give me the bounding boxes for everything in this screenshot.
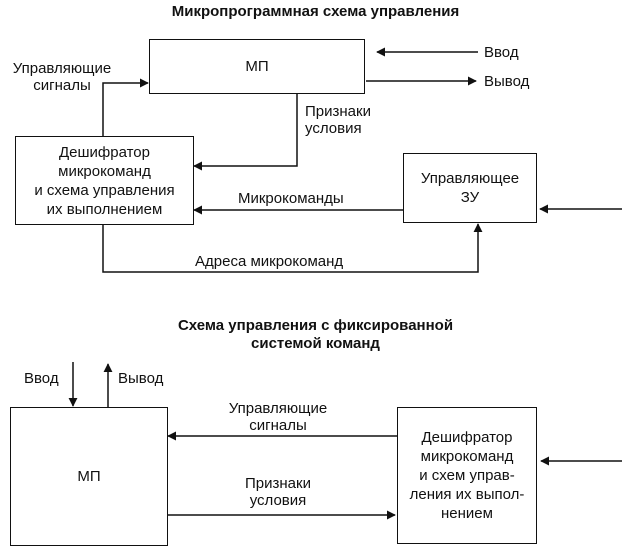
- bottom-diagram-title: Схема управления с фиксированной системо…: [177, 317, 454, 352]
- mp-block-bottom-label: МП: [77, 468, 101, 485]
- decoder-block-bottom-label: Дешифратор микрокоманд и схем управ- лен…: [409, 429, 525, 522]
- input-label-bottom: Ввод: [24, 370, 59, 387]
- top-diagram-title: Микропрограммная схема управления: [171, 3, 460, 20]
- control-signals-arrow-top: [102, 78, 149, 136]
- condition-flags-label-top: Признаки условия: [305, 103, 371, 137]
- decoder-block-bottom: Дешифратор микрокоманд и схем управ- лен…: [397, 407, 537, 544]
- control-signals-label-bottom: Управляющие сигналы: [228, 400, 328, 434]
- input-label-top: Ввод: [484, 44, 519, 61]
- control-memory-block: Управляющее ЗУ: [403, 153, 537, 223]
- condition-flags-label-bottom: Признаки условия: [245, 475, 311, 509]
- microcommand-addresses-label: Адреса микрокоманд: [195, 253, 344, 270]
- microcommands-label: Микрокоманды: [238, 190, 344, 207]
- control-signals-label-top: Управляющие сигналы: [12, 60, 112, 94]
- control-memory-label: Управляющее ЗУ: [420, 170, 520, 206]
- addresses-arrow-top: [102, 223, 483, 273]
- decoder-block-top-label: Дешифратор микрокоманд и схема управлени…: [34, 143, 175, 218]
- output-label-bottom: Вывод: [118, 370, 164, 387]
- mp-block-bottom: МП: [10, 407, 168, 546]
- mp-block-top: МП: [149, 39, 365, 94]
- mp-block-top-label: МП: [245, 58, 269, 75]
- decoder-block-top: Дешифратор микрокоманд и схема управлени…: [15, 136, 194, 225]
- condition-flags-arrow-top: [193, 94, 298, 171]
- output-label-top: Вывод: [484, 73, 530, 90]
